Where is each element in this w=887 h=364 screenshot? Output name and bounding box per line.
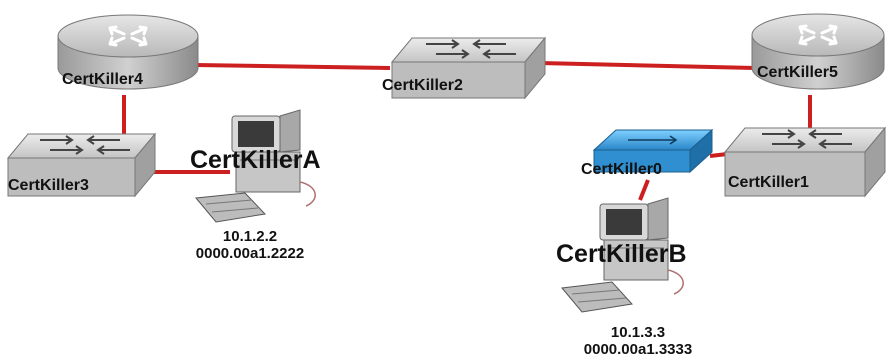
link-certkiller4-certkiller2 xyxy=(194,63,391,70)
device-label-certkiller3: CertKiller3 xyxy=(8,177,89,194)
device-label-certkiller0: CertKiller0 xyxy=(581,161,662,178)
device-label-certkiller2: CertKiller2 xyxy=(382,77,463,94)
host-b-addresses: 10.1.3.3 0000.00a1.3333 xyxy=(558,324,718,358)
link-certkiller0-certkillerb xyxy=(638,179,650,201)
switch-certkiller3-icon[interactable] xyxy=(6,132,157,198)
host-b-ip: 10.1.3.3 xyxy=(610,324,666,341)
pc-certkillera-icon[interactable] xyxy=(195,109,316,223)
host-a-ip: 10.1.2.2 xyxy=(222,228,278,245)
switch-certkiller2-icon[interactable] xyxy=(390,36,547,100)
host-a-addresses: 10.1.2.2 0000.00a1.2222 xyxy=(170,228,330,262)
host-b-mac: 0000.00a1.3333 xyxy=(583,341,693,358)
switch-certkiller1-icon[interactable] xyxy=(723,126,887,198)
router-certkiller5-icon[interactable] xyxy=(751,13,885,90)
host-label-certkillera: CertKillerA xyxy=(190,146,321,174)
router-certkiller4-icon[interactable] xyxy=(57,14,199,90)
device-label-certkiller4: CertKiller4 xyxy=(62,71,143,88)
pc-certkillerb-icon[interactable] xyxy=(561,197,684,313)
host-a-mac: 0000.00a1.2222 xyxy=(195,245,305,262)
host-label-certkillerb: CertKillerB xyxy=(556,240,687,268)
link-certkiller2-certkiller5 xyxy=(539,61,756,70)
device-label-certkiller1: CertKiller1 xyxy=(728,174,809,191)
switch-certkiller0-icon[interactable] xyxy=(592,128,714,174)
device-label-certkiller5: CertKiller5 xyxy=(757,64,838,81)
